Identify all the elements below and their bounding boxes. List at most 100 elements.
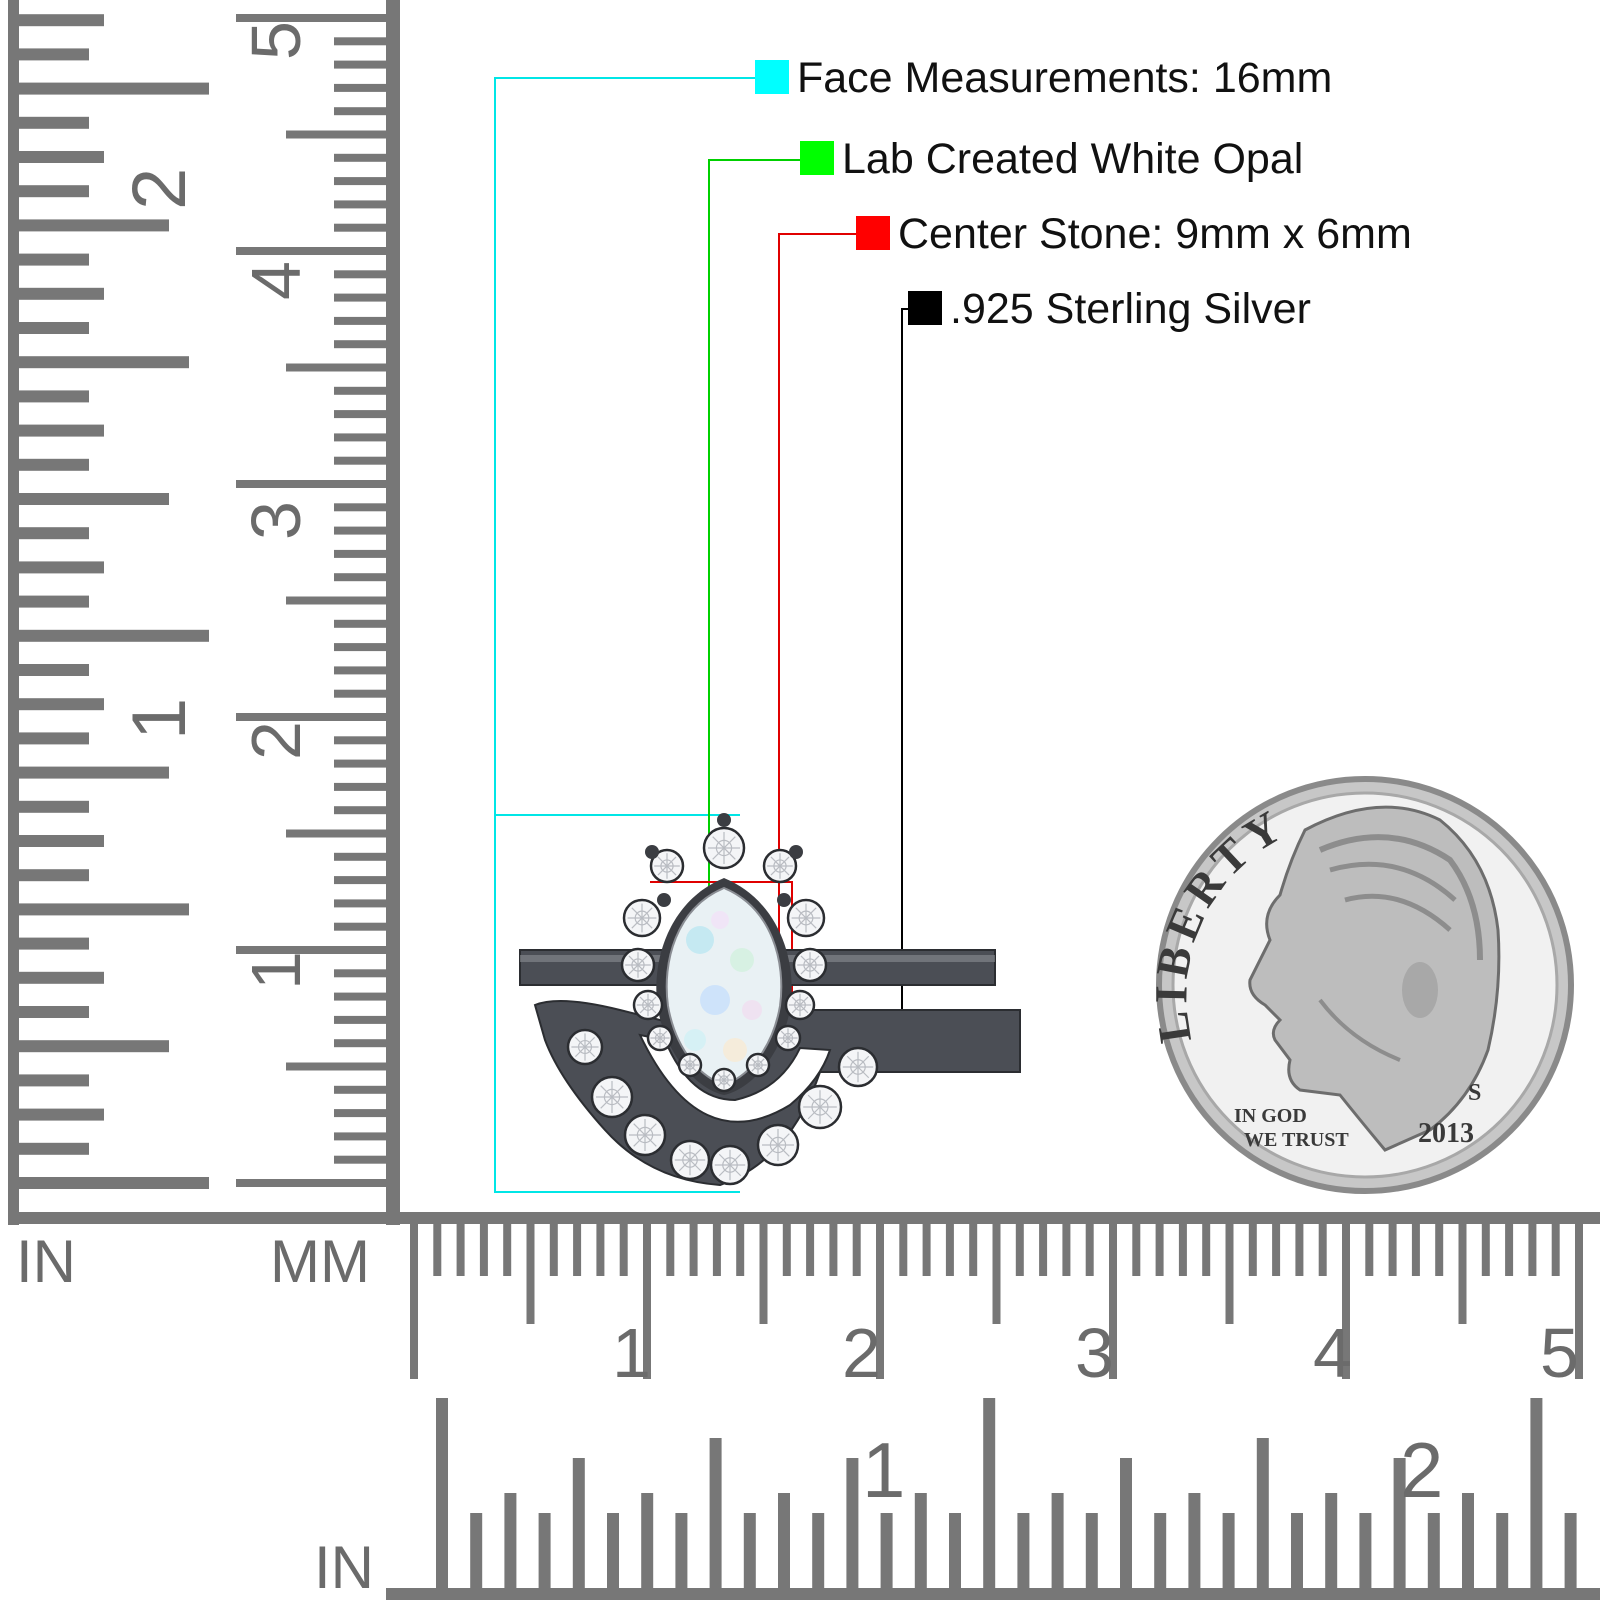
horizontal-inch-ticks bbox=[436, 1398, 1577, 1588]
vruler-inch-tick bbox=[19, 595, 89, 608]
hruler-inch-tick bbox=[675, 1513, 688, 1588]
vruler-inch-tick bbox=[19, 766, 169, 779]
hruler-inch-tick bbox=[538, 1513, 551, 1588]
hruler-mm-tick bbox=[479, 1224, 488, 1276]
hruler-inch-tick bbox=[1393, 1458, 1406, 1588]
hruler-mm-tick bbox=[549, 1224, 558, 1276]
vruler-mm-tick bbox=[236, 713, 386, 721]
hruler-mm-tick bbox=[619, 1224, 628, 1276]
vruler-inch-tick bbox=[19, 322, 89, 334]
hruler-inch-tick bbox=[1051, 1493, 1064, 1588]
band-diamond bbox=[669, 1139, 711, 1181]
hruler-inch-tick bbox=[641, 1493, 654, 1588]
vruler-inch-tick bbox=[19, 698, 104, 711]
band-diamond bbox=[797, 1084, 843, 1130]
hruler-inch-tick bbox=[1222, 1513, 1235, 1588]
halo-diamond bbox=[620, 947, 656, 983]
hruler-inch-tick bbox=[607, 1513, 619, 1588]
vruler-inch-tick bbox=[19, 903, 189, 916]
halo-diamond bbox=[774, 1024, 802, 1052]
vruler-inch-tick bbox=[19, 185, 89, 198]
hruler-mm-tick bbox=[922, 1224, 931, 1276]
hruler-mm-tick bbox=[1155, 1224, 1164, 1276]
hruler-mm-tick bbox=[1458, 1224, 1467, 1324]
vruler-inch-tick bbox=[19, 356, 189, 369]
hruler-mm-tick bbox=[1528, 1224, 1537, 1276]
vruler-mm-tick bbox=[286, 1062, 386, 1071]
hruler-mm-tick bbox=[1085, 1224, 1094, 1276]
hruler-mm-tick bbox=[945, 1224, 954, 1276]
vertical-inch-ticks bbox=[19, 14, 209, 1189]
vruler-mm-tick bbox=[334, 899, 386, 908]
band-diamond bbox=[566, 1028, 604, 1066]
hruler-mm-tick bbox=[1109, 1224, 1117, 1379]
vruler-inch-tick bbox=[19, 424, 104, 437]
hruler-cm-4: 4 bbox=[1313, 1314, 1352, 1392]
hruler-cm-3: 3 bbox=[1075, 1314, 1114, 1392]
vruler-mm-tick bbox=[334, 433, 386, 442]
hruler-inch-tick bbox=[914, 1493, 927, 1588]
band-diamond bbox=[590, 1075, 634, 1119]
prong bbox=[717, 813, 731, 827]
vruler-mm-tick bbox=[334, 200, 386, 209]
vruler-mm-tick bbox=[334, 223, 386, 232]
hruler-in-1: 1 bbox=[862, 1426, 905, 1514]
vruler-inch-tick bbox=[19, 869, 89, 882]
vruler-mm-tick bbox=[334, 643, 386, 652]
hruler-mm-tick bbox=[876, 1224, 884, 1379]
vruler-mm-tick bbox=[236, 14, 386, 22]
vertical-ruler bbox=[8, 0, 400, 1225]
vertical-cm-numbers: 1 2 3 4 5 bbox=[237, 21, 315, 990]
coin-mint-mark: S bbox=[1468, 1080, 1481, 1106]
swatch-center-stone bbox=[856, 216, 890, 250]
halo-diamond bbox=[632, 989, 664, 1021]
leader-lines bbox=[494, 77, 910, 1193]
prong bbox=[789, 845, 803, 859]
vruler-mm-tick bbox=[334, 1132, 386, 1141]
vruler-inch-tick bbox=[19, 14, 104, 27]
vruler-mm-tick bbox=[334, 386, 386, 395]
hruler-inch-tick bbox=[983, 1398, 996, 1588]
vruler-mm-tick bbox=[334, 177, 386, 186]
vruler-cm-2: 2 bbox=[237, 721, 315, 760]
hruler-inch-tick bbox=[436, 1398, 448, 1588]
vruler-inch-tick bbox=[19, 800, 89, 813]
vruler-mm-tick bbox=[334, 666, 386, 675]
hruler-inch-tick bbox=[743, 1513, 756, 1588]
hruler-mm-tick bbox=[596, 1224, 605, 1276]
halo-diamond bbox=[745, 1052, 771, 1078]
hruler-mm-tick bbox=[410, 1224, 418, 1379]
horizontal-inch-numbers: 1 2 bbox=[862, 1426, 1443, 1514]
hruler-mm-tick bbox=[643, 1224, 651, 1379]
hruler-mm-tick bbox=[573, 1224, 582, 1276]
vruler-inch-tick bbox=[19, 561, 104, 574]
prong bbox=[645, 845, 659, 859]
hruler-inch-tick bbox=[1325, 1493, 1338, 1588]
hruler-inch-tick bbox=[1496, 1513, 1509, 1588]
hruler-inch-tick bbox=[880, 1513, 893, 1588]
horizontal-mm-ticks bbox=[410, 1224, 1583, 1379]
vruler-inch-tick bbox=[19, 458, 89, 471]
vruler-cm-3: 3 bbox=[237, 501, 315, 540]
vruler-in-1: 1 bbox=[117, 698, 202, 740]
vruler-inch-tick bbox=[19, 493, 169, 505]
hruler-mm-tick bbox=[1015, 1224, 1024, 1276]
vruler-mm-tick bbox=[334, 83, 386, 92]
hruler-mm-tick bbox=[1551, 1224, 1560, 1276]
hruler-mm-tick bbox=[1481, 1224, 1490, 1276]
legend-silver: .925 Sterling Silver bbox=[950, 285, 1311, 333]
hruler-inch-tick bbox=[1564, 1513, 1577, 1588]
vruler-mm-tick bbox=[334, 293, 386, 302]
vruler-mm-tick bbox=[334, 922, 386, 931]
vruler-inch-tick bbox=[19, 151, 104, 163]
hruler-mm-tick bbox=[1132, 1224, 1141, 1276]
vruler-mm-tick bbox=[334, 549, 386, 558]
leader-opal bbox=[708, 159, 803, 920]
vruler-mm-tick bbox=[236, 480, 386, 488]
vruler-mm-tick bbox=[334, 1155, 386, 1164]
vruler-mm-tick bbox=[334, 37, 386, 46]
halo-diamond bbox=[711, 1067, 737, 1093]
swatch-silver bbox=[908, 291, 942, 325]
vruler-mm-tick bbox=[334, 60, 386, 69]
